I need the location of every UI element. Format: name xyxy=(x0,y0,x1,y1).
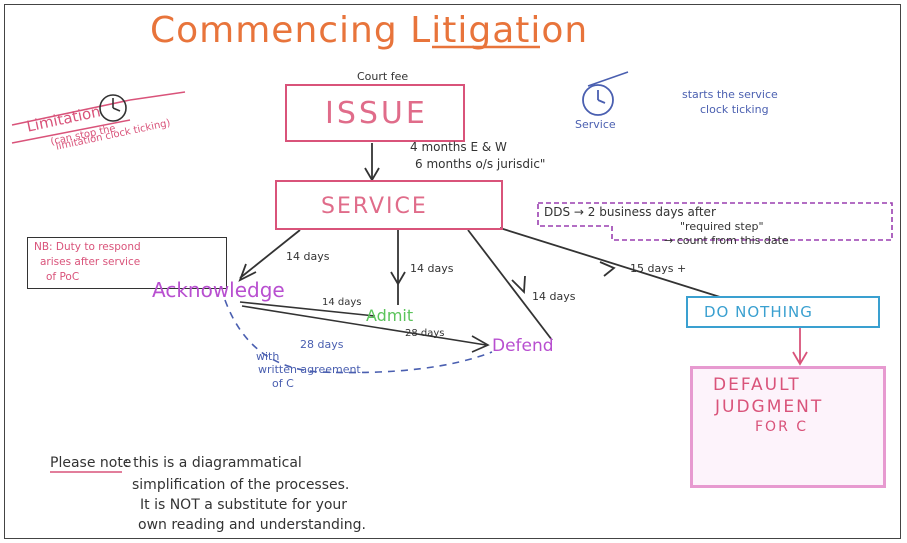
issue-box: ISSUE xyxy=(285,84,465,142)
court-fee-label: Court fee xyxy=(357,70,409,83)
branch-label-admit: 14 days xyxy=(410,262,454,275)
extension-note-line3: of C xyxy=(272,377,294,390)
service-clock-note-line2: clock ticking xyxy=(700,103,769,116)
extension-note-line2: written agreement xyxy=(258,363,361,376)
extension-days-label: 28 days xyxy=(300,338,344,351)
footer-note-line1: : this is a diagrammatical xyxy=(124,455,302,471)
default-judgment-line2: JUDGMENT xyxy=(715,397,824,417)
service-clock-label: Service xyxy=(575,118,616,131)
footer-note-line2: simplification of the processes. xyxy=(132,477,350,493)
dds-note-line1: DDS → 2 business days after xyxy=(544,205,716,219)
default-judgment-line3: FOR C xyxy=(755,419,809,435)
issue-service-limit-line2: 6 months o/s jurisdic" xyxy=(415,157,546,171)
admit-label: Admit xyxy=(366,306,414,325)
acknowledge-label: Acknowledge xyxy=(152,278,285,302)
service-label: SERVICE xyxy=(321,194,428,219)
branch-label-defend: 14 days xyxy=(532,290,576,303)
dds-note-line3: → count from this date xyxy=(664,234,789,247)
ack-to-defend-label: 28 days xyxy=(405,328,445,339)
footer-note-line3: It is NOT a substitute for your xyxy=(140,497,348,513)
branch-label-acknowledge: 14 days xyxy=(286,250,330,263)
default-judgment-line1: DEFAULT xyxy=(713,375,801,395)
do-nothing-label: DO NOTHING xyxy=(704,303,813,321)
do-nothing-box: DO NOTHING xyxy=(686,296,880,328)
dds-note-line2: "required step" xyxy=(680,220,764,233)
default-judgment-box: DEFAULT JUDGMENT FOR C xyxy=(690,366,886,488)
nb-note-line1: NB: Duty to respond xyxy=(34,241,141,253)
nb-note-line3: of PoC xyxy=(46,271,80,283)
branch-label-do-nothing: 15 days + xyxy=(630,262,687,275)
nb-note-box: NB: Duty to respond arises after service… xyxy=(27,237,227,289)
defend-label: Defend xyxy=(492,336,554,356)
service-clock-note-line1: starts the service xyxy=(682,88,778,101)
extension-note-line1: with xyxy=(256,350,280,363)
footer-note-label: Please note xyxy=(50,455,132,471)
issue-service-limit-line1: 4 months E & W xyxy=(410,140,507,154)
issue-label: ISSUE xyxy=(325,96,428,131)
footer-note-line4: own reading and understanding. xyxy=(138,517,366,533)
ack-to-admit-label: 14 days xyxy=(322,297,362,308)
diagram-title: Commencing Litigation xyxy=(150,10,589,51)
nb-note-line2: arises after service xyxy=(40,256,141,268)
image-frame xyxy=(4,4,901,539)
service-box: SERVICE xyxy=(275,180,503,230)
